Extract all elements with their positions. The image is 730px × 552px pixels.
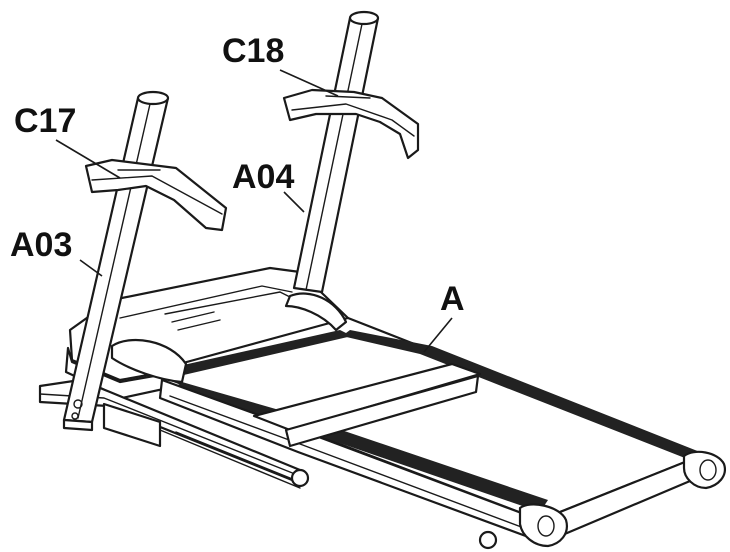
upright-a04 bbox=[292, 10, 380, 294]
hood-bumpers bbox=[110, 292, 348, 384]
leader-a03 bbox=[79, 259, 103, 277]
label-a04: A04 bbox=[232, 158, 294, 196]
label-c18: C18 bbox=[222, 32, 284, 70]
running-deck bbox=[148, 316, 726, 548]
leader-lines bbox=[55, 69, 453, 353]
leader-a04 bbox=[283, 191, 305, 213]
label-c17: C17 bbox=[14, 102, 76, 140]
label-a03: A03 bbox=[10, 226, 72, 264]
leader-c17 bbox=[55, 139, 121, 179]
leader-c18 bbox=[279, 69, 339, 97]
label-a: A bbox=[440, 280, 465, 318]
leader-a bbox=[423, 317, 453, 353]
handlebar-c17 bbox=[84, 158, 228, 232]
handlebar-c18 bbox=[282, 88, 420, 160]
